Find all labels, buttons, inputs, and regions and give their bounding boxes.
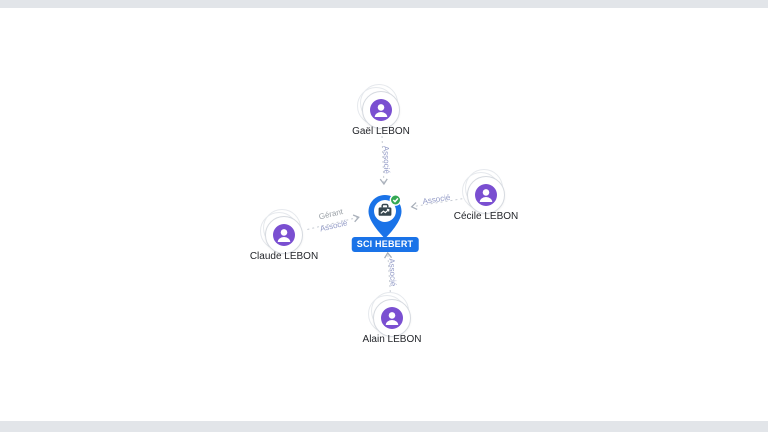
person-label: Claude LEBON [249,251,319,262]
bottom-border [0,421,768,432]
person-icon [273,224,295,246]
top-border [0,0,768,8]
person-icon [475,184,497,206]
edge-label: Associé [381,146,391,175]
person-label: Gaël LEBON [352,126,410,137]
relation-edge-gael [379,135,388,186]
person-icon [370,99,392,121]
edge-label: Associé [422,193,452,206]
company-icon [378,203,392,216]
relation-edge-cecile [410,198,463,211]
person-avatar [362,91,400,129]
relation-edge-claude [307,214,360,230]
person-label: Cécile LEBON [453,211,519,222]
person-label: Alain LEBON [362,334,422,345]
company-label: SCI HEBERT [351,237,419,252]
edges-group [307,135,463,293]
person-avatar [265,216,303,254]
person-icon [381,307,403,329]
map-pin-icon [368,194,402,239]
person-avatar [373,299,411,337]
relation-edge-alain [384,251,393,293]
person-avatar [467,176,505,214]
edge-label: Associé [387,258,398,287]
verified-badge-icon [389,194,402,206]
